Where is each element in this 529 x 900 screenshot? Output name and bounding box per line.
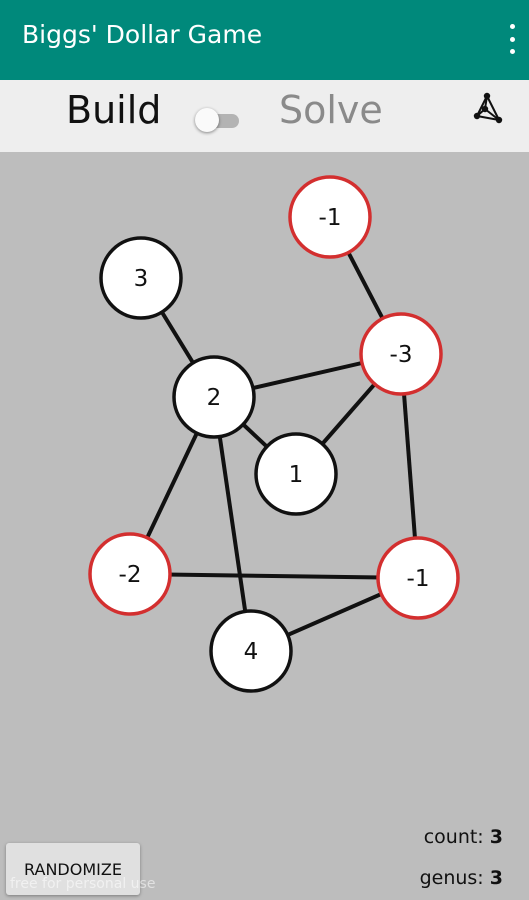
watermark-text: free for personal use [10,876,156,892]
node-value: -1 [319,205,342,231]
node-circle[interactable] [209,609,293,693]
node-circle[interactable] [254,432,338,516]
node-circle[interactable] [359,312,443,396]
genus-value: 3 [489,867,503,889]
count-label: count: [423,826,484,848]
graph-node[interactable]: 1 [254,432,338,516]
randomize-button[interactable]: RANDOMIZE [6,843,140,895]
graph-node[interactable]: 2 [172,355,256,439]
node-circle[interactable] [172,355,256,439]
node-value: -3 [390,342,413,368]
count-value: 3 [489,826,503,848]
graph-network-icon[interactable] [470,92,504,126]
node-circle[interactable] [376,536,460,620]
node-value: 2 [207,385,222,411]
more-vert-icon[interactable] [507,24,517,54]
graph-edge-d-h[interactable] [212,396,253,652]
mode-toggle-switch[interactable] [195,108,243,132]
build-mode-label[interactable]: Build [66,88,162,132]
app-bar: Biggs' Dollar Game [0,0,529,80]
node-value: -2 [119,562,142,588]
node-value: 3 [134,266,149,292]
graph-node[interactable]: 4 [209,609,293,693]
node-circle[interactable] [288,175,372,259]
nodes-layer: -1 3 -3 2 1 -2 -1 4 [88,175,460,693]
genus-label: genus: [419,867,484,889]
node-value: 4 [244,639,259,665]
mode-bar: Build Solve [0,80,529,152]
graph-node[interactable]: 3 [99,236,183,320]
solve-mode-label[interactable]: Solve [279,88,383,132]
graph-canvas[interactable]: -1 3 -3 2 1 -2 -1 4 [0,152,529,900]
node-circle[interactable] [99,236,183,320]
toggle-thumb [195,108,219,132]
genus-stat: genus: 3 [420,867,503,889]
graph-node[interactable]: -1 [288,175,372,259]
count-stat: count: 3 [424,826,503,848]
node-value: -1 [407,566,430,592]
node-value: 1 [289,462,304,488]
app-title: Biggs' Dollar Game [22,20,263,49]
graph-edge-f-g[interactable] [129,572,419,580]
graph-node[interactable]: -2 [88,532,172,616]
graph-node[interactable]: -3 [359,312,443,396]
graph-node[interactable]: -1 [376,536,460,620]
node-circle[interactable] [88,532,172,616]
